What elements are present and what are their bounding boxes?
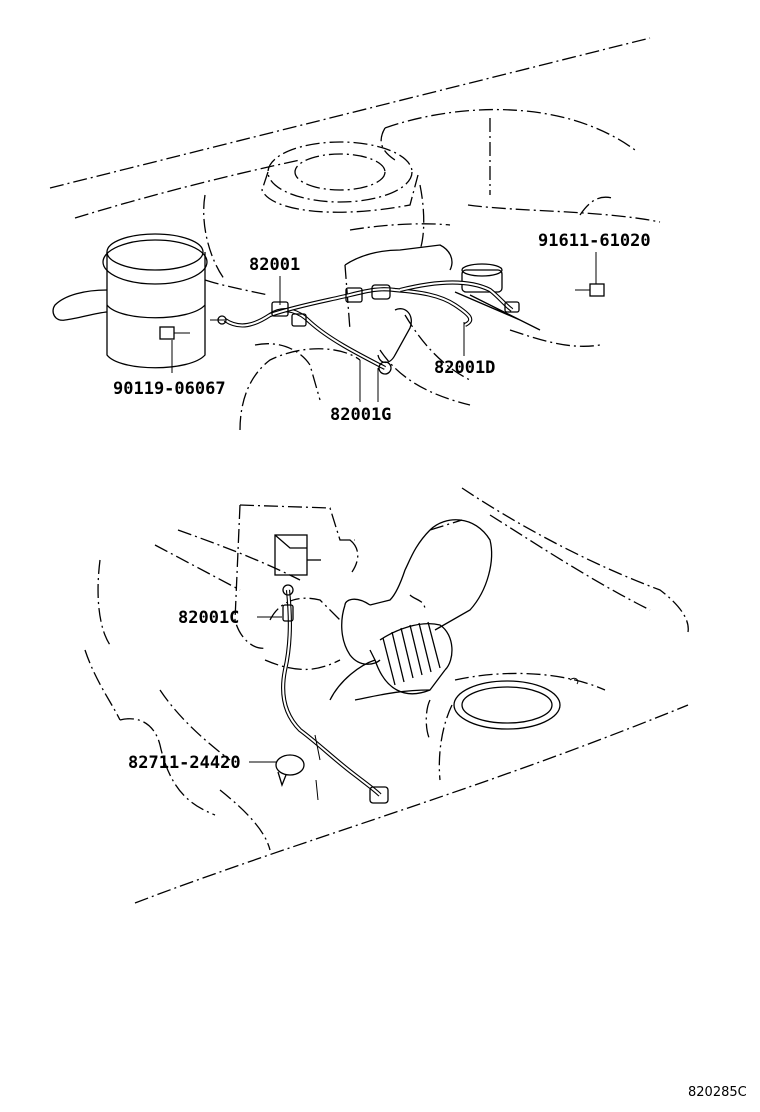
label-82001G: 82001G	[330, 405, 391, 425]
label-91611-61020: 91611-61020	[538, 231, 651, 251]
label-82001C: 82001C	[178, 608, 239, 628]
upper-view: 82001 91611-61020 90119-06067 82001D 820…	[49, 37, 661, 431]
radiator-cap	[425, 672, 606, 781]
label-82001: 82001	[249, 255, 300, 275]
label-90119-06067: 90119-06067	[113, 379, 226, 399]
lower-view: 82001C 82711-24420	[84, 487, 689, 904]
clamp-icon	[275, 754, 305, 787]
bolt-90119-icon	[159, 326, 190, 340]
bolt-91611-icon	[575, 283, 605, 297]
radiator-hose	[329, 519, 493, 701]
label-82001D: 82001D	[434, 358, 495, 378]
fluid-reservoir	[102, 233, 208, 369]
label-82711-24420: 82711-24420	[128, 753, 241, 773]
diagram-code: 820285C	[688, 1085, 747, 1100]
